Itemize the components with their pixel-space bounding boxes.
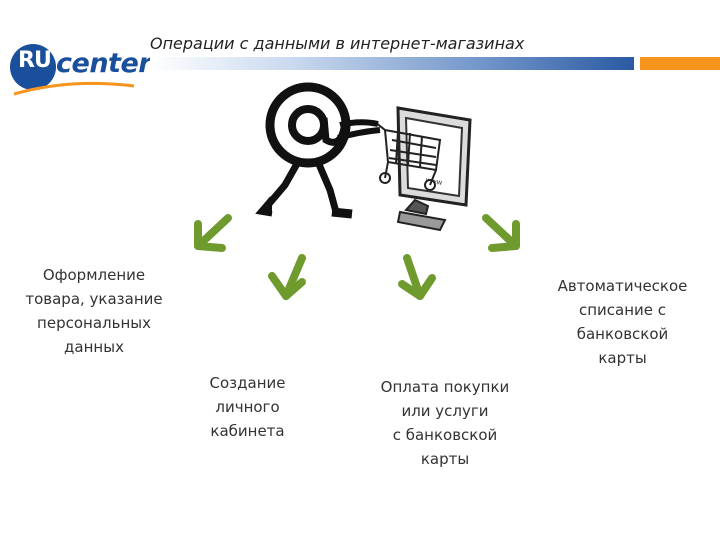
logo-ru-text: RU bbox=[18, 48, 52, 73]
arrow-icon bbox=[482, 214, 520, 252]
arrow-icon bbox=[398, 254, 436, 300]
at-sign-character-icon bbox=[255, 82, 381, 219]
arrow-icon bbox=[194, 214, 232, 252]
logo-center-text: center bbox=[56, 48, 152, 79]
monitor-icon: www bbox=[396, 106, 472, 232]
step-label-auto-debit: Автоматическое списание с банковской кар… bbox=[557, 277, 688, 367]
header-bar bbox=[150, 57, 634, 70]
shopping-cart-icon bbox=[374, 121, 442, 191]
logo-circle bbox=[10, 44, 56, 90]
step-label-account: Создание личного кабинета bbox=[209, 374, 286, 440]
ru-center-logo: RU center bbox=[10, 38, 152, 100]
header-accent bbox=[640, 57, 720, 70]
step-label-order: Оформление товара, указание персональных… bbox=[25, 266, 163, 356]
page-title: Операции с данными в интернет-магазинах bbox=[150, 34, 525, 53]
logo-swoosh-icon bbox=[13, 81, 135, 96]
arrow-icon bbox=[268, 254, 306, 300]
step-label-payment: Оплата покупки или услуги с банковской к… bbox=[380, 378, 510, 468]
